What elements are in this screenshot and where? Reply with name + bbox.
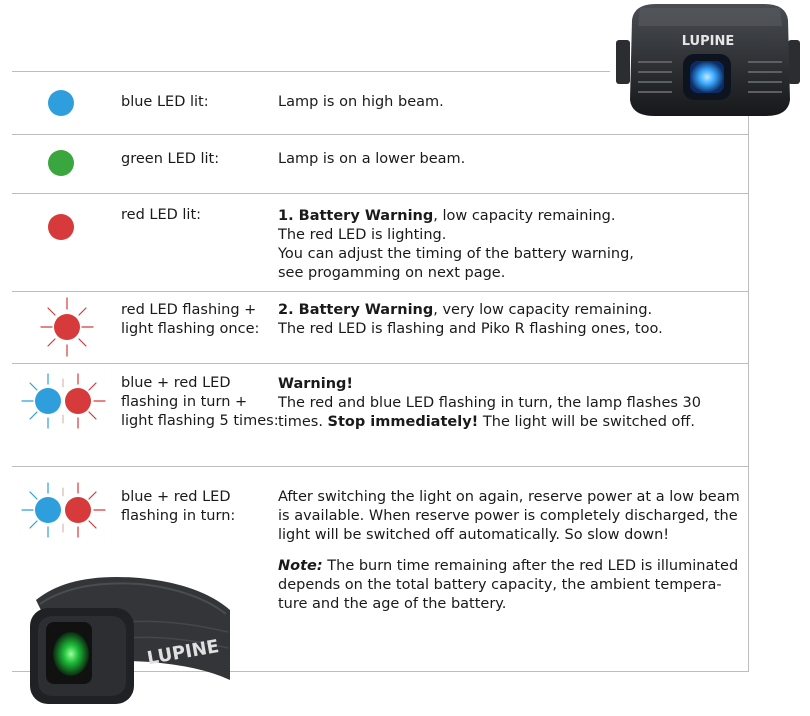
top-brand-logo: LUPINE: [682, 34, 735, 49]
led-label: blue + red LED flashing in turn:: [121, 489, 236, 524]
row-divider: [12, 466, 748, 467]
table-row: red LED flashing + light flashing once: …: [12, 291, 748, 363]
led-description: Lamp is on high beam.: [278, 94, 444, 110]
red-led-icon: [48, 214, 74, 240]
led-description: 1. Battery Warning, low capacity remaini…: [278, 208, 634, 281]
led-description: 2. Battery Warning, very low capacity re…: [278, 302, 663, 337]
table-row: green LED lit: Lamp is on a lower beam.: [12, 134, 748, 193]
headband-lamp-photo: LUPINE: [30, 576, 230, 704]
note-label: Note:: [278, 558, 323, 574]
row-divider: [12, 193, 748, 194]
row-divider: [12, 291, 748, 292]
red-led-flashing-icon: [40, 297, 94, 357]
headlamp-front-photo: LUPINE: [616, 4, 800, 116]
row-divider: [12, 134, 748, 135]
led-label: green LED lit:: [121, 151, 220, 167]
led-label: blue + red LED flashing in turn + light …: [121, 375, 279, 429]
table-row: red LED lit: 1. Battery Warning, low cap…: [12, 193, 748, 291]
row-divider: [12, 363, 748, 364]
led-label: red LED flashing + light flashing once:: [121, 302, 260, 337]
green-led-icon: [48, 150, 74, 176]
led-label: blue LED lit:: [121, 94, 209, 110]
led-status-table: [12, 71, 749, 672]
blue-red-led-flashing-icon: [21, 373, 106, 429]
led-description: After switching the light on again, rese…: [278, 488, 744, 614]
blue-led-icon: [48, 90, 74, 116]
note-paragraph: Note: The burn time remaining after the …: [278, 558, 739, 612]
battery-warning-title: 2. Battery Warning: [278, 302, 434, 318]
table-row: blue + red LED flashing in turn + light …: [12, 363, 748, 466]
blue-red-led-flashing-icon: [21, 482, 106, 538]
led-description: Warning! The red and blue LED flashing i…: [278, 376, 701, 430]
warning-title: Warning!: [278, 376, 354, 392]
row-divider: [12, 71, 610, 72]
battery-warning-title: 1. Battery Warning: [278, 208, 434, 224]
led-description: Lamp is on a lower beam.: [278, 151, 466, 167]
table-row: blue LED lit: Lamp is on high beam.: [12, 71, 748, 134]
table-row: blue + red LED flashing in turn: After s…: [12, 466, 748, 671]
led-label: red LED lit:: [121, 207, 202, 223]
stop-immediately-text: Stop immediately!: [327, 414, 479, 430]
